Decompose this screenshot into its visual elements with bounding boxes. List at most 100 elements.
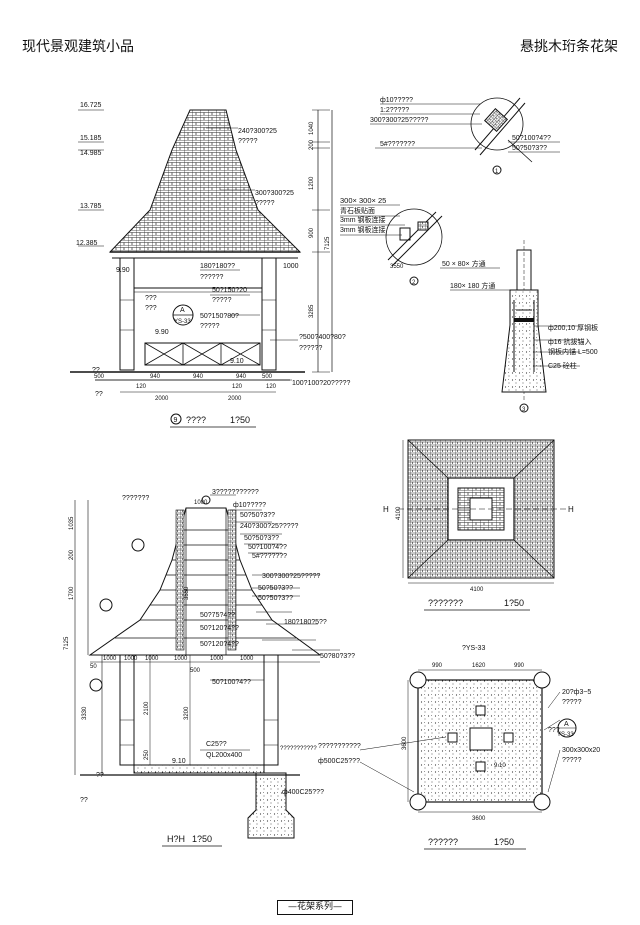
note: ????? [238, 138, 258, 145]
note: 50?50?3?? [258, 595, 293, 602]
note: 180× 180 方通 [450, 281, 495, 290]
note: 钢板内锚 L=500 [548, 347, 598, 356]
level-label: 9.10 [230, 358, 244, 365]
dim-label: 3550 [390, 264, 404, 270]
dim-label: 3600 [472, 816, 486, 822]
page-title-right: 悬挑木珩条花架 [520, 39, 618, 55]
dim-label: 1000 [174, 656, 188, 662]
detail-number: 3 [522, 407, 526, 413]
note: ф10????? [233, 502, 266, 509]
note: 5#??????? [380, 141, 415, 148]
note: ф400C25??? [282, 789, 324, 796]
dim-label: 2000 [228, 396, 242, 402]
level-label: 15.185 [80, 135, 102, 142]
note: ????? [562, 757, 582, 764]
note: ф16 抗拔锚入 [548, 337, 592, 346]
level-label: 13.785 [80, 203, 102, 210]
level-label: 9.90 [116, 267, 130, 274]
caption-number-circle [170, 413, 182, 425]
note: 50?150?20 [212, 287, 247, 294]
note: 240?300?25 [238, 128, 277, 135]
view-caption: H?H [167, 834, 185, 844]
detail-3: 3 180× 180 方通 ф200,10 厚钢板 ф16 抗拔锚入 钢板内锚 … [450, 240, 598, 413]
note: ????? [212, 297, 232, 304]
note: ??? [145, 295, 157, 302]
note: C25?? [206, 741, 227, 748]
section-cut-label: H [383, 505, 389, 514]
level-label: 9.10 [172, 758, 186, 765]
note: ????? [200, 323, 220, 330]
level-label: 12.385 [76, 240, 98, 247]
note: 3mm 钢板连接 [340, 215, 386, 224]
note: 1:2????? [380, 107, 409, 114]
dim-label: 50 [90, 664, 97, 670]
dim-label: 1000 [124, 656, 138, 662]
dim-label: 250 [144, 749, 150, 760]
dim-label: 4100 [470, 587, 484, 593]
view-caption: ?????? [428, 837, 458, 847]
view-scale: 1?50 [230, 415, 250, 425]
note: ????? [255, 200, 275, 207]
view-caption: ???? [186, 415, 206, 425]
section-column-right [263, 654, 279, 766]
dim-label: 940 [236, 374, 247, 380]
marker-letter: A [180, 307, 185, 314]
dim-label: 7125 [64, 636, 70, 650]
dim-label: 500 [94, 374, 105, 380]
note: 50?50?3?? [258, 585, 293, 592]
floor-plan: ?YS-33 990 1620 990 3600 3600 20?ф3~5 ??… [318, 645, 600, 850]
view-scale: 1?50 [494, 837, 514, 847]
marker-ref: YS-33 [557, 732, 574, 738]
note: ?????? [200, 274, 223, 281]
note: 50?150?80? [200, 313, 239, 320]
note: ??????????? [318, 743, 361, 750]
level-label: ?? [92, 367, 100, 374]
note: 240?300?25????? [240, 523, 299, 530]
view-scale: 1?50 [192, 834, 212, 844]
note: ?500?400?80? [299, 334, 346, 341]
note: 300?300?25????? [262, 573, 321, 580]
dim-label: 120 [136, 384, 147, 390]
detail-1: 1 ф10????? 1:2????? 300?300?25????? 5#??… [370, 97, 560, 175]
dim-label: 3550 [184, 586, 190, 600]
section-hh: ??????? 3??????????? 1000 ф10????? 50?50… [64, 489, 355, 847]
dim-label: 120 [232, 384, 243, 390]
dim-label: 990 [514, 663, 525, 669]
level-label: ?? [95, 391, 103, 398]
note: 300× 300× 25 [340, 196, 386, 205]
footer-series-label: —花架系列— [277, 900, 353, 915]
view-scale: 1?50 [504, 598, 524, 608]
note: 50?100?4?? [512, 135, 551, 142]
dim-label: 1620 [472, 663, 486, 669]
elevation-railing [144, 342, 261, 366]
note: ??????? [122, 495, 149, 502]
dim-label: 120 [266, 384, 277, 390]
note: 50?120?4?? [200, 641, 239, 648]
level-label: 14.985 [80, 150, 102, 157]
note: ????? [562, 699, 582, 706]
note: 3??????????? [212, 489, 259, 496]
note: ?????? [299, 345, 322, 352]
dim-label: 1000 [103, 656, 117, 662]
dim-label: 940 [193, 374, 204, 380]
note: 1000 [283, 263, 299, 270]
note: 50?50?3?? [512, 145, 547, 152]
note: 50?50?3?? [244, 535, 279, 542]
marker-ref: YS-33 [174, 319, 191, 325]
caption-number: 9 [174, 417, 178, 424]
dim-label: 3330 [82, 706, 88, 720]
note: 3mm 钢板连接 [340, 225, 386, 234]
level-label: ?? [96, 772, 104, 779]
dim-label: 7125 [325, 236, 331, 250]
page-title-left: 现代景观建筑小品 [22, 39, 134, 55]
roof-plan: H H 4100 4100 ??????? 1?50 [383, 439, 574, 611]
note: ??????????? [280, 746, 317, 752]
section-column-left [119, 654, 135, 766]
view-caption: ??????? [428, 598, 463, 608]
note: 20?ф3~5 [562, 689, 591, 696]
elevation-column-left [119, 257, 135, 371]
dim-label: 3285 [309, 304, 315, 318]
dim-label: 2000 [155, 396, 169, 402]
note: ф200,10 厚钢板 [548, 323, 598, 332]
